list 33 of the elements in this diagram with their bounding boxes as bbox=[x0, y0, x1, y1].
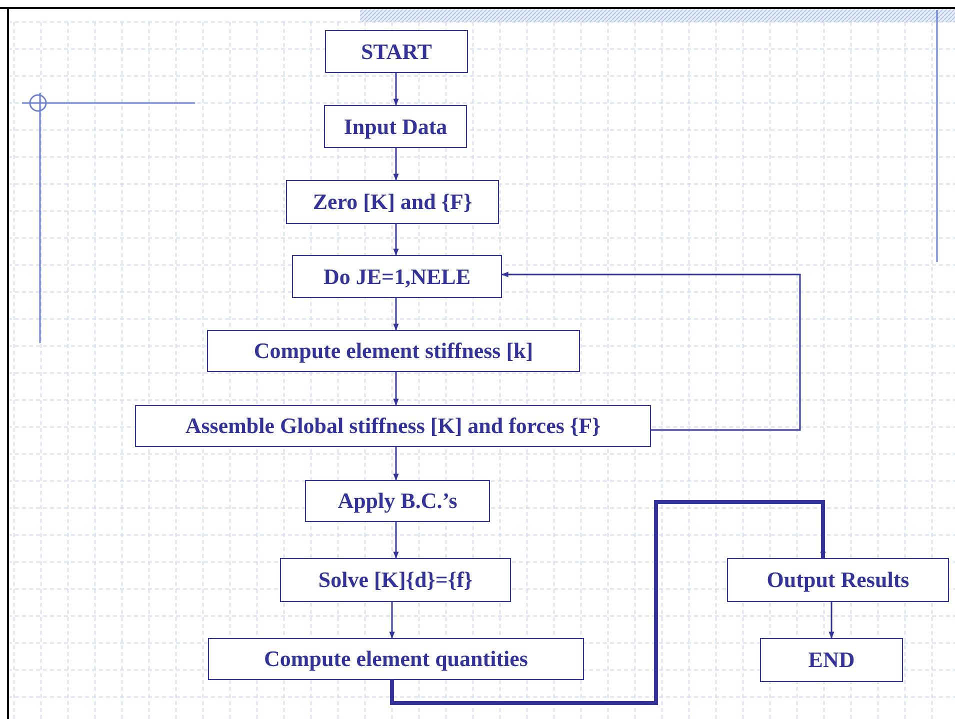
process-box bbox=[286, 180, 499, 224]
box-label: Do JE=1,NELE bbox=[323, 264, 470, 290]
process-box bbox=[292, 255, 502, 298]
process-box bbox=[305, 480, 490, 522]
box-label: END bbox=[808, 647, 855, 673]
process-box bbox=[324, 105, 467, 148]
arrow bbox=[393, 372, 399, 406]
process-box bbox=[760, 638, 903, 682]
box-label: Zero [K] and {F} bbox=[312, 189, 472, 215]
box-label: Input Data bbox=[344, 114, 448, 140]
box-label: Solve [K]{d}={f} bbox=[318, 567, 473, 593]
arrow bbox=[393, 148, 399, 181]
arrow bbox=[389, 602, 395, 639]
box-label: Output Results bbox=[766, 567, 910, 593]
arrow bbox=[393, 73, 399, 106]
box-label: START bbox=[361, 38, 432, 64]
arrow bbox=[390, 500, 826, 705]
arrow bbox=[393, 447, 399, 481]
process-box bbox=[208, 638, 584, 680]
arrow bbox=[501, 272, 801, 431]
box-label: Assemble Global stiffness [K] and forces {F} bbox=[185, 413, 601, 439]
process-box bbox=[207, 330, 580, 372]
process-box bbox=[135, 405, 651, 447]
arrow bbox=[393, 522, 399, 559]
process-box bbox=[325, 30, 468, 73]
arrow bbox=[393, 224, 399, 256]
box-label: Compute element quantities bbox=[264, 646, 528, 672]
process-box bbox=[280, 558, 511, 602]
process-box bbox=[727, 558, 949, 602]
arrow bbox=[828, 602, 834, 639]
box-label: Apply B.C.’s bbox=[338, 488, 458, 514]
arrow bbox=[393, 298, 399, 331]
box-label: Compute element stiffness [k] bbox=[254, 338, 534, 364]
